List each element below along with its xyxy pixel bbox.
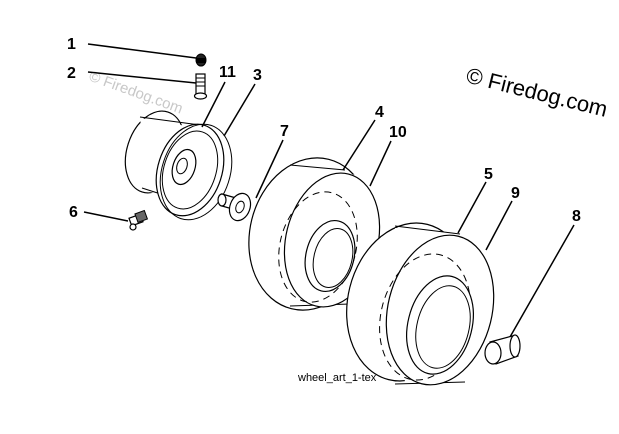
leader-1 <box>87 43 197 59</box>
callout-6: 6 <box>69 204 78 221</box>
callout-5: 5 <box>484 166 493 183</box>
part-7-bushing <box>217 192 252 222</box>
part-8-hub-cap <box>484 334 521 365</box>
leader-3 <box>223 83 256 137</box>
callout-8: 8 <box>572 208 581 225</box>
leader-9 <box>485 200 513 251</box>
part-1-valve-cap <box>195 53 207 67</box>
leader-6 <box>83 211 129 222</box>
figure-caption: wheel_art_1-tex <box>297 372 377 384</box>
callout-2: 2 <box>67 65 76 82</box>
part-3-wheel-rim <box>124 110 225 217</box>
callout-7: 7 <box>280 123 289 140</box>
leader-2 <box>87 71 197 84</box>
callout-1: 1 <box>67 36 76 53</box>
callout-11: 11 <box>219 64 236 81</box>
leader-5 <box>457 181 487 234</box>
leader-4 <box>342 119 376 171</box>
leader-10 <box>369 140 392 187</box>
callout-9: 9 <box>511 185 520 202</box>
part-11-rim-ring <box>159 123 233 221</box>
callout-10: 10 <box>389 124 407 141</box>
copyright-text: © Firedog.com <box>464 63 610 122</box>
part-2-valve-stem <box>193 73 208 100</box>
part-6-grease-fitting <box>128 209 149 231</box>
part-5-rear-tire <box>346 222 495 386</box>
leader-7 <box>255 139 284 199</box>
watermark-text: © Firedog.com <box>87 68 185 118</box>
callout-4: 4 <box>375 104 384 121</box>
leader-8 <box>509 224 575 338</box>
callout-3: 3 <box>253 67 262 84</box>
leader-11 <box>201 81 226 128</box>
